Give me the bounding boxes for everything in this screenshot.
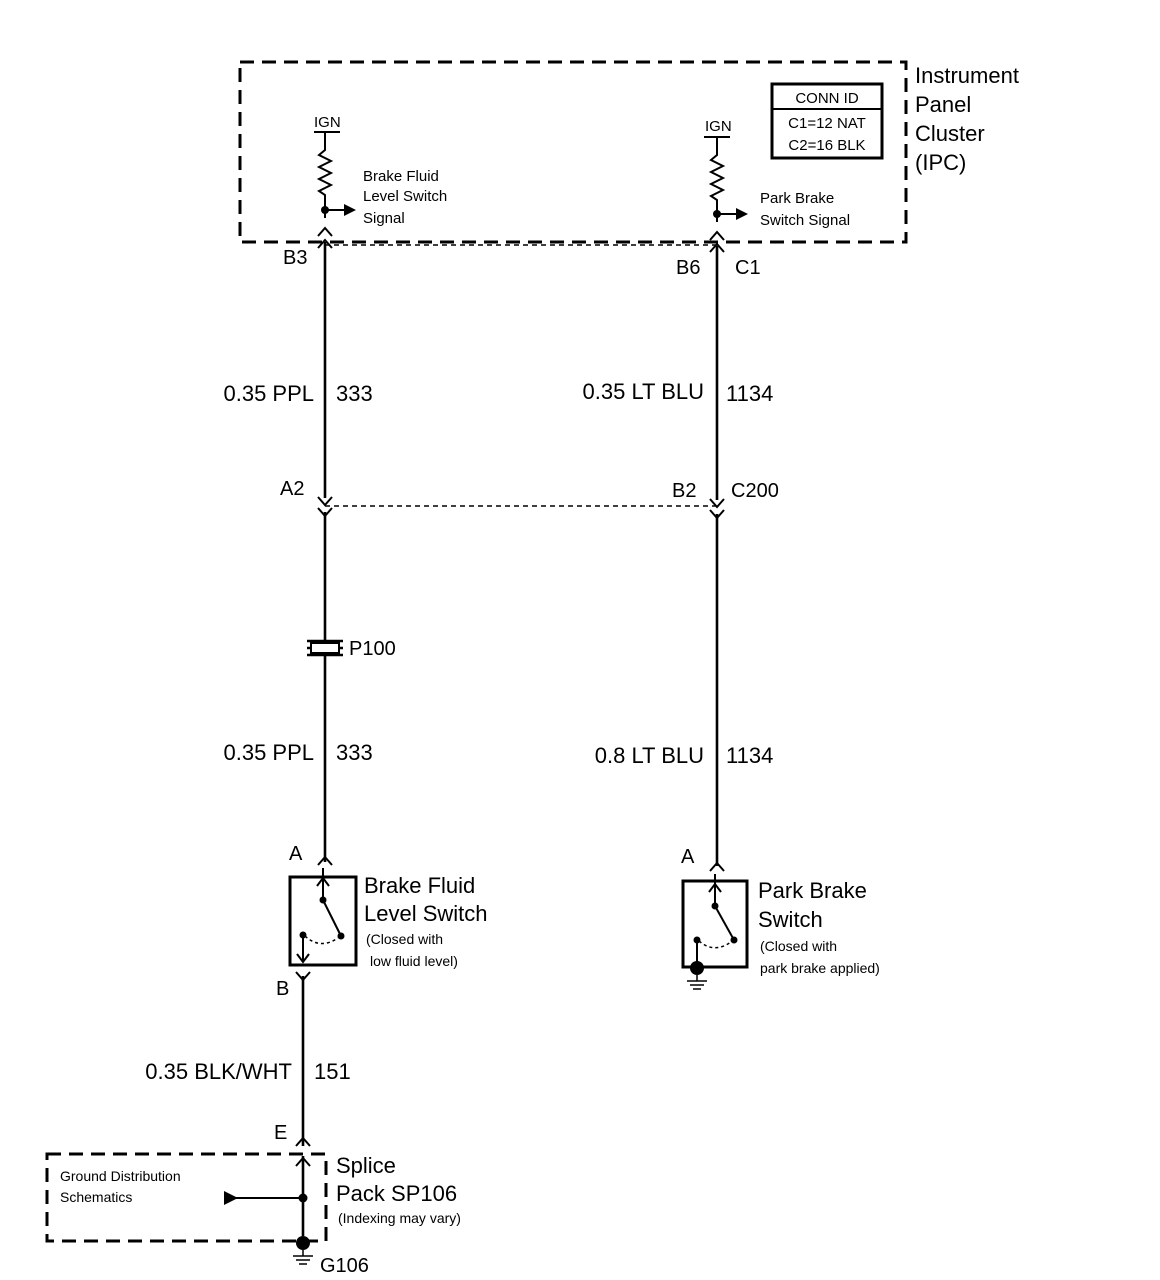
- brake-fluid-signal-line-2: Level Switch: [363, 188, 447, 205]
- park-brake-signal-line-1: Park Brake: [760, 190, 834, 207]
- pin-a-right: A: [681, 846, 695, 868]
- park-brake-switch-title-line-2: Switch: [758, 907, 823, 932]
- park-brake-switch-note-line-1: (Closed with: [760, 938, 837, 954]
- pin-b2: B2: [672, 480, 696, 502]
- signal-arrow-left-icon: [344, 204, 356, 216]
- pass-through-p100: [307, 639, 343, 657]
- ground-distribution-label-line-2: Schematics: [60, 1189, 132, 1205]
- ipc-label-line-4: (IPC): [915, 150, 966, 175]
- park-brake-switch-title-line-1: Park Brake: [758, 878, 867, 903]
- pin-e: E: [274, 1122, 287, 1144]
- wire-left-mid-circuit: 333: [336, 740, 373, 765]
- pin-a2: A2: [280, 478, 304, 500]
- ground-distribution-arrow-icon: [224, 1191, 238, 1205]
- brake-fluid-switch-title-line-1: Brake Fluid: [364, 873, 475, 898]
- brake-fluid-switch-note-line-2: low fluid level): [370, 953, 458, 969]
- ipc-label-line-1: Instrument: [915, 63, 1019, 88]
- ground-distribution-label-line-1: Ground Distribution: [60, 1168, 181, 1184]
- wire-right-mid-gauge: 0.8 LT BLU: [595, 743, 704, 768]
- brake-fluid-switch-note-line-1: (Closed with: [366, 931, 443, 947]
- conn-id-table: CONN ID C1=12 NAT C2=16 BLK: [770, 82, 884, 160]
- ign-left-label: IGN: [314, 114, 341, 131]
- pin-a-left: A: [289, 843, 303, 865]
- conn-id-header: CONN ID: [795, 90, 859, 107]
- splice-title-line-2: Pack SP106: [336, 1181, 457, 1206]
- signal-arrow-right-icon: [736, 208, 748, 220]
- pullup-resistor-left: [316, 132, 334, 218]
- connector-terminal-a-left: [317, 855, 333, 866]
- splice-note: (Indexing may vary): [338, 1210, 461, 1226]
- splice-pack-enclosure: [45, 1152, 328, 1243]
- wire-ground-circuit: 151: [314, 1059, 351, 1084]
- wire-left-top-circuit: 333: [336, 381, 373, 406]
- connector-terminal-a2: [317, 496, 333, 507]
- connector-terminal-b3: [317, 226, 333, 237]
- pin-b6: B6: [676, 257, 700, 279]
- wire-ground-gauge: 0.35 BLK/WHT: [145, 1059, 292, 1084]
- ground-g106-icon: [293, 1236, 313, 1265]
- ground-g106-label: G106: [320, 1255, 369, 1277]
- connector-c200-label: C200: [731, 480, 779, 502]
- connector-c1-label: C1: [735, 257, 761, 279]
- connector-terminal-b2: [709, 498, 725, 509]
- connector-terminal-e: [295, 1136, 311, 1147]
- park-brake-switch-contacts-icon: [693, 874, 738, 968]
- brake-fluid-signal-line-1: Brake Fluid: [363, 168, 439, 185]
- pass-through-p100-label: P100: [349, 638, 396, 660]
- connector-terminal-a-right: [709, 861, 725, 872]
- pin-b3: B3: [283, 247, 307, 269]
- ipc-label-line-2: Panel: [915, 92, 971, 117]
- wire-left-top-gauge: 0.35 PPL: [223, 381, 314, 406]
- park-brake-switch-note-line-2: park brake applied): [760, 960, 880, 976]
- wire-right-mid-circuit: 1134: [726, 743, 773, 768]
- wire-left-mid-gauge: 0.35 PPL: [223, 740, 314, 765]
- park-brake-signal-line-2: Switch Signal: [760, 212, 850, 229]
- brake-fluid-switch-contacts-icon: [296, 868, 345, 964]
- ipc-enclosure: [238, 60, 908, 244]
- splice-title-line-1: Splice: [336, 1153, 396, 1178]
- pullup-resistor-right: [708, 137, 726, 222]
- pin-b-left: B: [276, 978, 289, 1000]
- ign-right-label: IGN: [705, 118, 732, 135]
- conn-id-c2: C2=16 BLK: [788, 137, 865, 154]
- conn-id-c1: C1=12 NAT: [788, 115, 866, 132]
- wire-right-top-circuit: 1134: [726, 381, 773, 406]
- wire-right-top-gauge: 0.35 LT BLU: [583, 379, 704, 404]
- brake-fluid-signal-line-3: Signal: [363, 210, 405, 227]
- park-brake-ground-icon: [687, 961, 707, 990]
- brake-fluid-switch-title-line-2: Level Switch: [364, 901, 488, 926]
- ipc-label-line-3: Cluster: [915, 121, 985, 146]
- connector-terminal-b6: [709, 230, 725, 241]
